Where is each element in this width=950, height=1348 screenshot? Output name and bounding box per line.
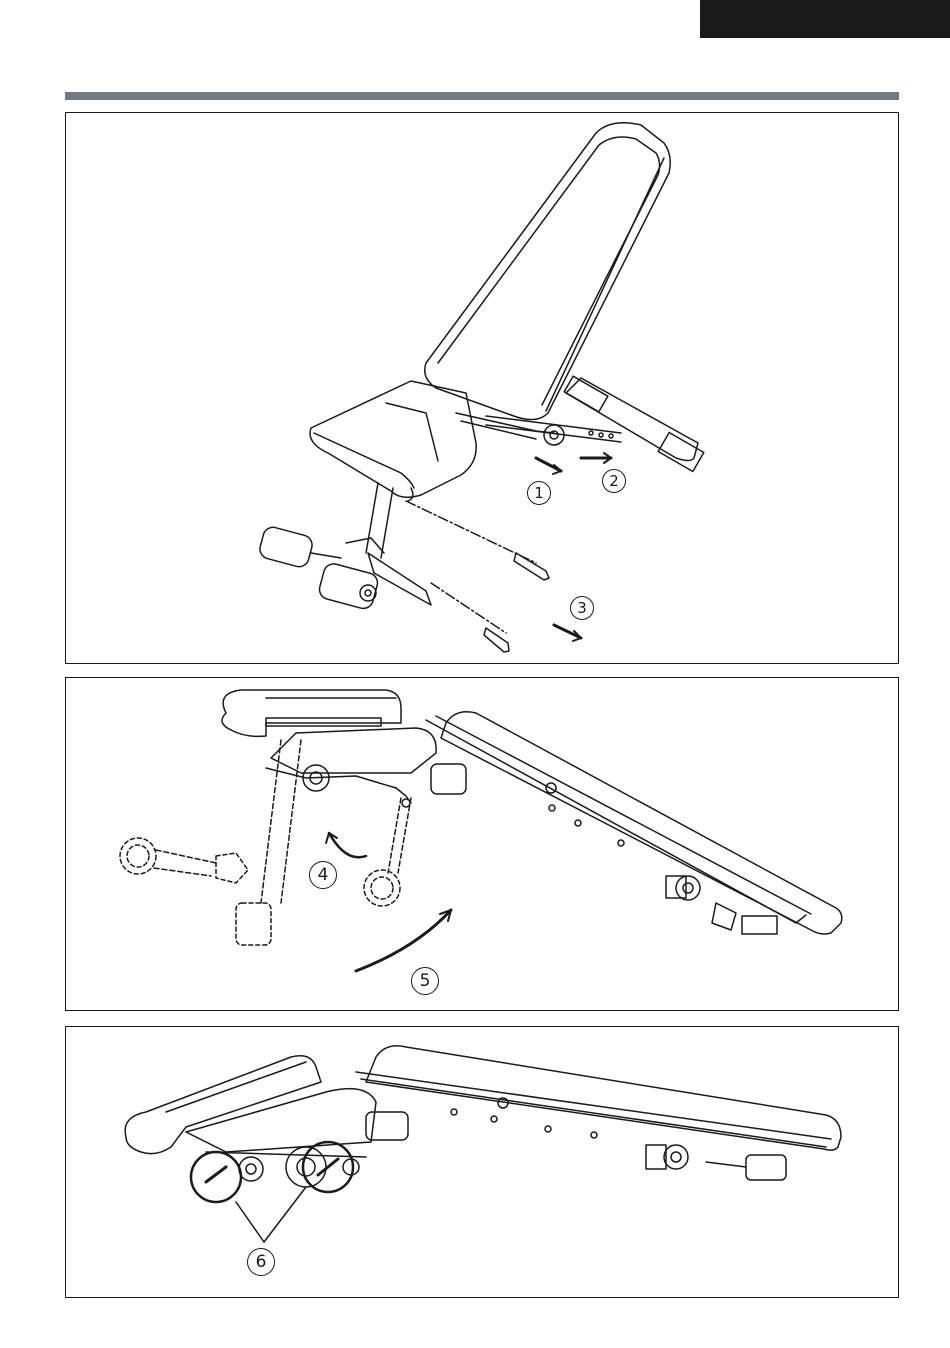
step-6-label: 6 (247, 1248, 275, 1276)
step-2-label: 2 (602, 469, 626, 493)
step-3-label: 3 (570, 596, 594, 620)
step-4-label: 4 (309, 861, 337, 889)
step-5-label: 5 (411, 967, 439, 995)
section-tab (700, 0, 950, 38)
header-rule (65, 92, 899, 100)
bench-folded-pins-reinserted-icon (66, 1027, 898, 1297)
step-1-label: 1 (527, 481, 551, 505)
panel-2: 4 5 (65, 677, 899, 1011)
panel-3: 6 (65, 1026, 899, 1298)
panel-1: 1 2 3 (65, 112, 899, 664)
bench-upright-removing-pins-icon (66, 113, 898, 663)
bench-folding-rotate-icon (66, 678, 898, 1010)
